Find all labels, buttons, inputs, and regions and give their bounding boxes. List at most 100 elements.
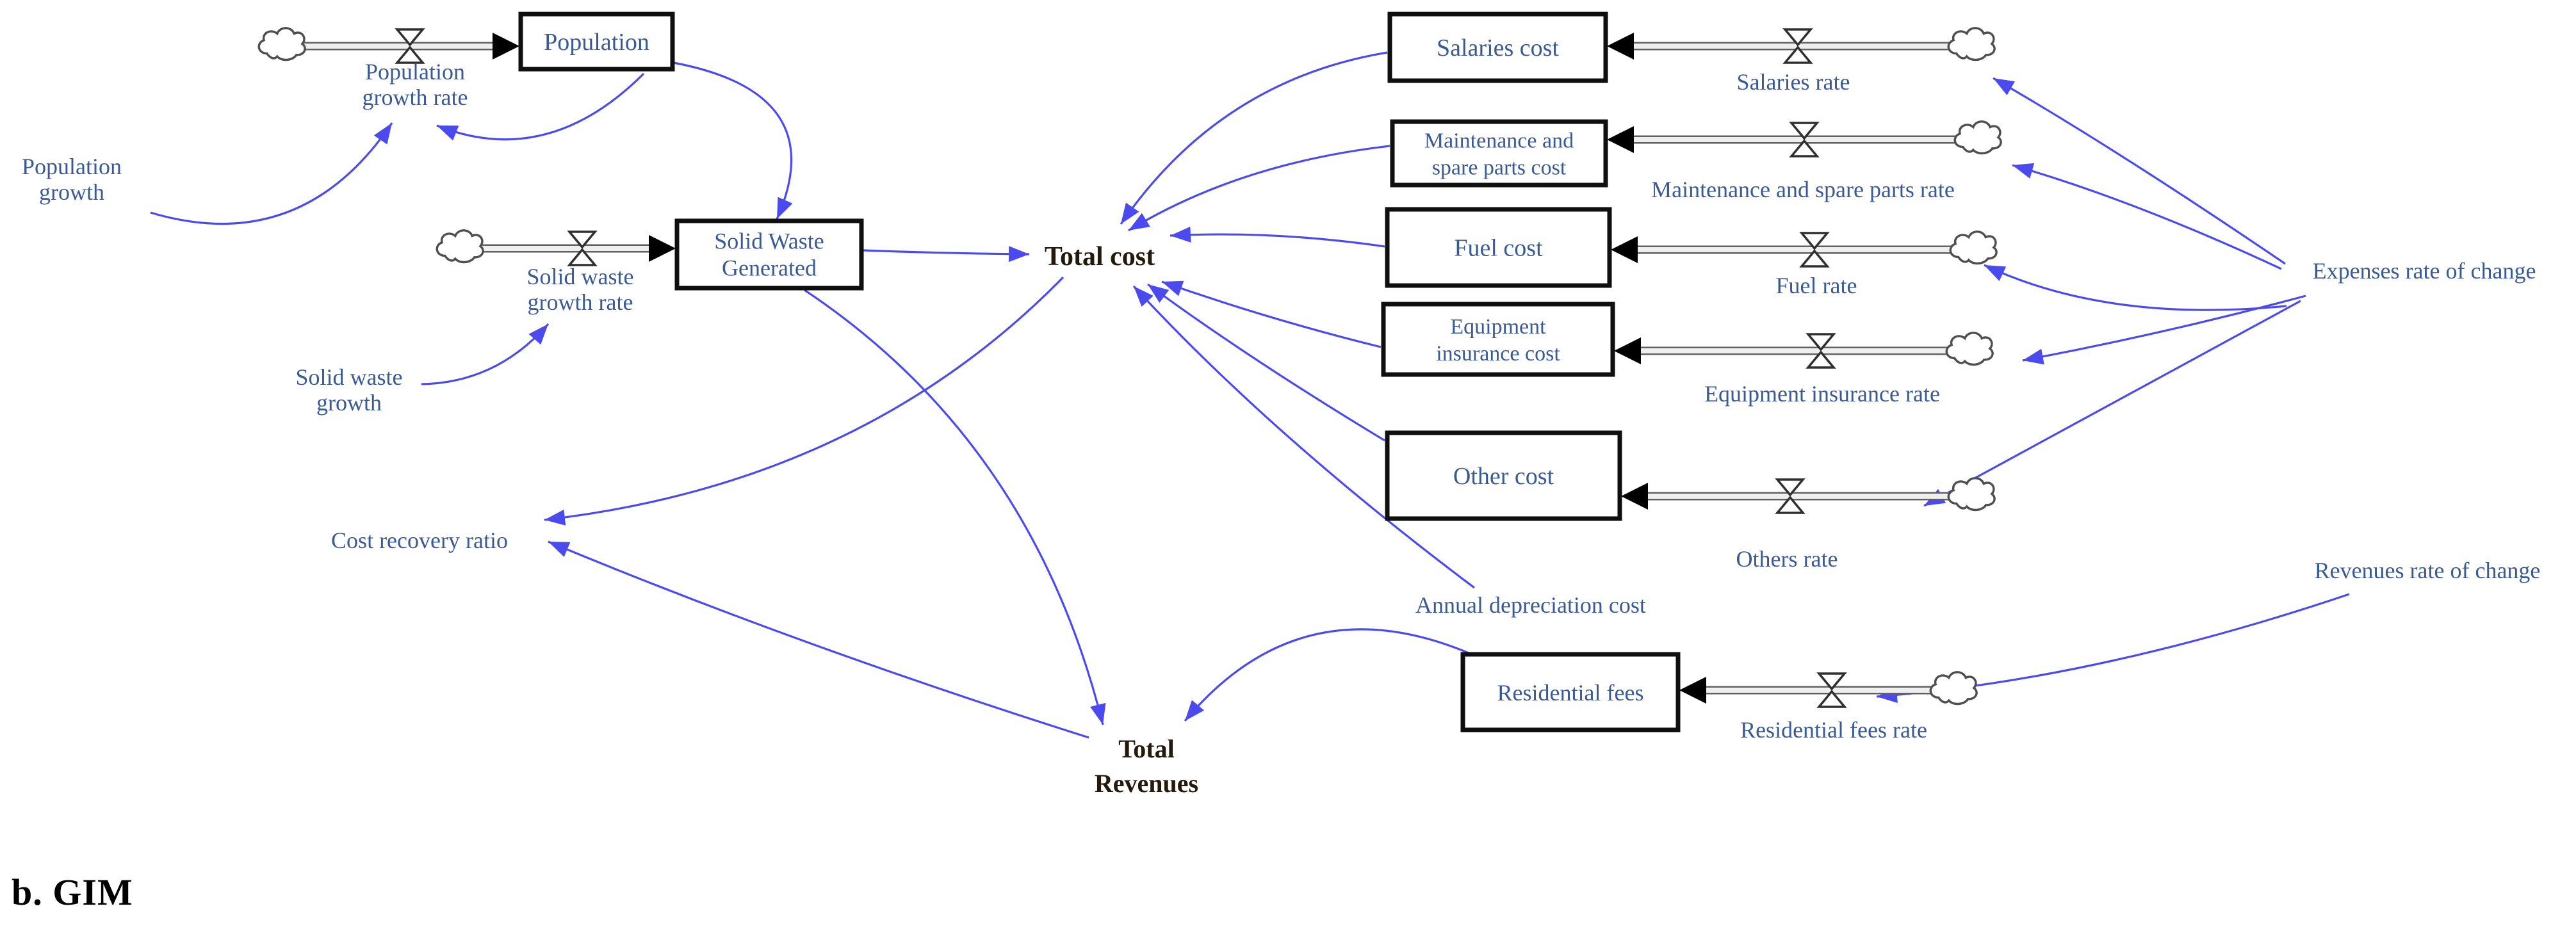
link-residential-fees-to-total-revenues-arrowhead [1185,700,1205,721]
link-expenses-rate-to-maintenance-flow-arrowhead [2012,163,2035,179]
flow-residential-fees-rate-label: Residential fees rate [1740,717,1927,743]
flow-others-rate-label: Others rate [1736,546,1838,572]
link-solid-waste-generated-to-total-cost [863,249,1030,255]
flow-fuel-rate-flow-arrowhead [1611,236,1638,263]
link-population-to-population-growth-rate-arrowhead [437,125,459,141]
label-annual-depreciation-cost: Annual depreciation cost [1415,592,1646,618]
label-total-cost: Total cost [1045,242,1155,271]
flow-salaries-rate-flow-arrowhead [1607,33,1634,60]
link-salaries-cost-to-total-cost-arrowhead [1121,202,1139,224]
link-expenses-rate-to-others-flow [1923,300,2301,507]
label-cost-recovery-ratio: Cost recovery ratio [331,528,508,553]
flow-residential-fees-rate-flow-arrowhead [1679,677,1706,704]
link-population-growth-to-population-growth-rate [150,122,393,225]
flow-residential-fees-rate-cloud-icon [1929,671,1978,706]
link-total-cost-to-cost-recovery-ratio-arrowhead [544,509,566,526]
stock-population-label: Population [544,29,649,56]
stock-other-cost-label: Other cost [1453,463,1554,490]
flow-residential-fees-rate-valve-icon [1816,690,1847,708]
flow-salaries-rate-label: Salaries rate [1737,69,1850,95]
flow-solid-waste-growth-rate-flow-arrowhead [649,235,676,262]
link-expenses-rate-to-salaries-flow-arrowhead [1993,78,2015,95]
link-annual-depreciation-cost-to-total-cost [1132,285,1475,589]
flow-fuel-rate-valve-icon [1799,249,1830,268]
link-expenses-rate-to-fuel-flow-arrowhead [1984,265,2007,282]
link-expenses-rate-to-equipment-flow-arrowhead [2023,348,2044,365]
stock-salaries-cost-box [1387,12,1608,83]
link-total-cost-to-cost-recovery-ratio [544,276,1064,521]
stock-other-cost-box [1385,430,1622,521]
flow-fuel-rate-valve-icon [1799,232,1830,250]
link-total-revenues-to-cost-recovery-ratio-arrowhead [548,542,571,557]
link-fuel-cost-to-total-cost-arrowhead [1170,226,1191,243]
stock-residential-fees-box [1460,652,1681,732]
flow-maintenance-and-spare-parts-rate-cloud-icon [1953,120,2002,155]
link-residential-fees-to-total-revenues [1184,628,1472,722]
link-solid-waste-growth-to-solid-waste-growth-rate-arrowhead [528,324,548,345]
link-solid-waste-generated-to-total-revenues-arrowhead [1090,702,1106,725]
link-equipment-insurance-cost-to-total-cost [1161,280,1382,348]
flow-salaries-rate-valve-icon [1782,28,1813,47]
flow-residential-fees-rate-valve-icon [1816,672,1847,691]
link-maintenance-cost-to-total-cost [1128,145,1390,232]
link-other-cost-to-total-cost [1147,283,1385,442]
link-solid-waste-growth-to-solid-waste-growth-rate [421,323,550,385]
link-fuel-cost-to-total-cost [1170,233,1385,248]
flow-population-growth-rate-cloud-icon [257,27,306,61]
link-annual-depreciation-cost-to-total-cost-arrowhead [1134,286,1153,307]
flow-others-rate-valve-icon [1775,496,1806,514]
label-revenues-rate-of-change: Revenues rate of change [2315,558,2541,583]
flow-salaries-rate-cloud-icon [1947,27,1996,61]
flow-equipment-insurance-rate-flow-arrowhead [1614,337,1641,364]
link-population-to-solid-waste-generated-arrowhead [777,197,793,219]
link-other-cost-to-total-cost-arrowhead [1148,284,1170,303]
flow-population-growth-rate-flow-arrowhead [493,33,519,60]
flow-fuel-rate-label: Fuel rate [1776,273,1857,298]
flow-equipment-insurance-rate-cloud-icon [1945,332,1994,366]
flow-solid-waste-growth-rate-valve-icon [567,248,598,266]
link-expenses-rate-to-fuel-flow [1984,264,2287,311]
flow-equipment-insurance-rate-label: Equipment insurance rate [1704,381,1940,407]
link-expenses-rate-to-equipment-flow [2022,295,2306,362]
link-population-to-solid-waste-generated [673,61,793,220]
flow-maintenance-and-spare-parts-rate-valve-icon [1789,122,1820,140]
link-solid-waste-generated-to-total-revenues [804,289,1104,725]
stock-fuel-cost-box [1385,207,1612,288]
flow-maintenance-and-spare-parts-rate-label: Maintenance and spare parts rate [1651,177,1955,202]
link-population-to-population-growth-rate [436,72,645,141]
stock-fuel-cost-label: Fuel cost [1454,235,1543,262]
flow-maintenance-and-spare-parts-rate-flow-arrowhead [1607,126,1634,153]
flow-population-growth-rate-valve-icon [395,45,425,64]
stock-residential-fees-label: Residential fees [1497,680,1644,706]
flow-equipment-insurance-rate-valve-icon [1806,350,1836,369]
flow-solid-waste-growth-rate-cloud-icon [436,229,484,264]
flow-maintenance-and-spare-parts-rate-valve-icon [1789,139,1820,158]
flow-others-rate-valve-icon [1775,478,1806,497]
link-total-revenues-to-cost-recovery-ratio [548,540,1089,739]
link-maintenance-cost-to-total-cost-arrowhead [1129,213,1150,230]
stock-maintenance-and-spare-parts-cost-box [1390,119,1608,188]
flow-others-rate-flow-arrowhead [1621,483,1648,510]
flow-population-growth-rate-valve-icon [395,28,425,47]
flow-solid-waste-growth-rate-valve-icon [567,230,598,249]
link-salaries-cost-to-total-cost [1120,51,1388,225]
stock-population-box [518,12,675,72]
flow-others-rate-cloud-icon [1947,477,1996,512]
link-population-growth-to-population-growth-rate-arrowhead [373,123,392,145]
link-solid-waste-generated-to-total-cost-arrowhead [1008,246,1029,263]
flow-salaries-rate-valve-icon [1782,45,1813,64]
stock-equipment-insurance-cost-box [1381,302,1615,377]
stock-solid-waste-generated-box [674,218,864,291]
link-equipment-insurance-cost-to-total-cost-arrowhead [1162,280,1184,296]
flow-fuel-rate-cloud-icon [1949,230,1998,265]
stock-salaries-cost-label: Salaries cost [1437,35,1559,61]
